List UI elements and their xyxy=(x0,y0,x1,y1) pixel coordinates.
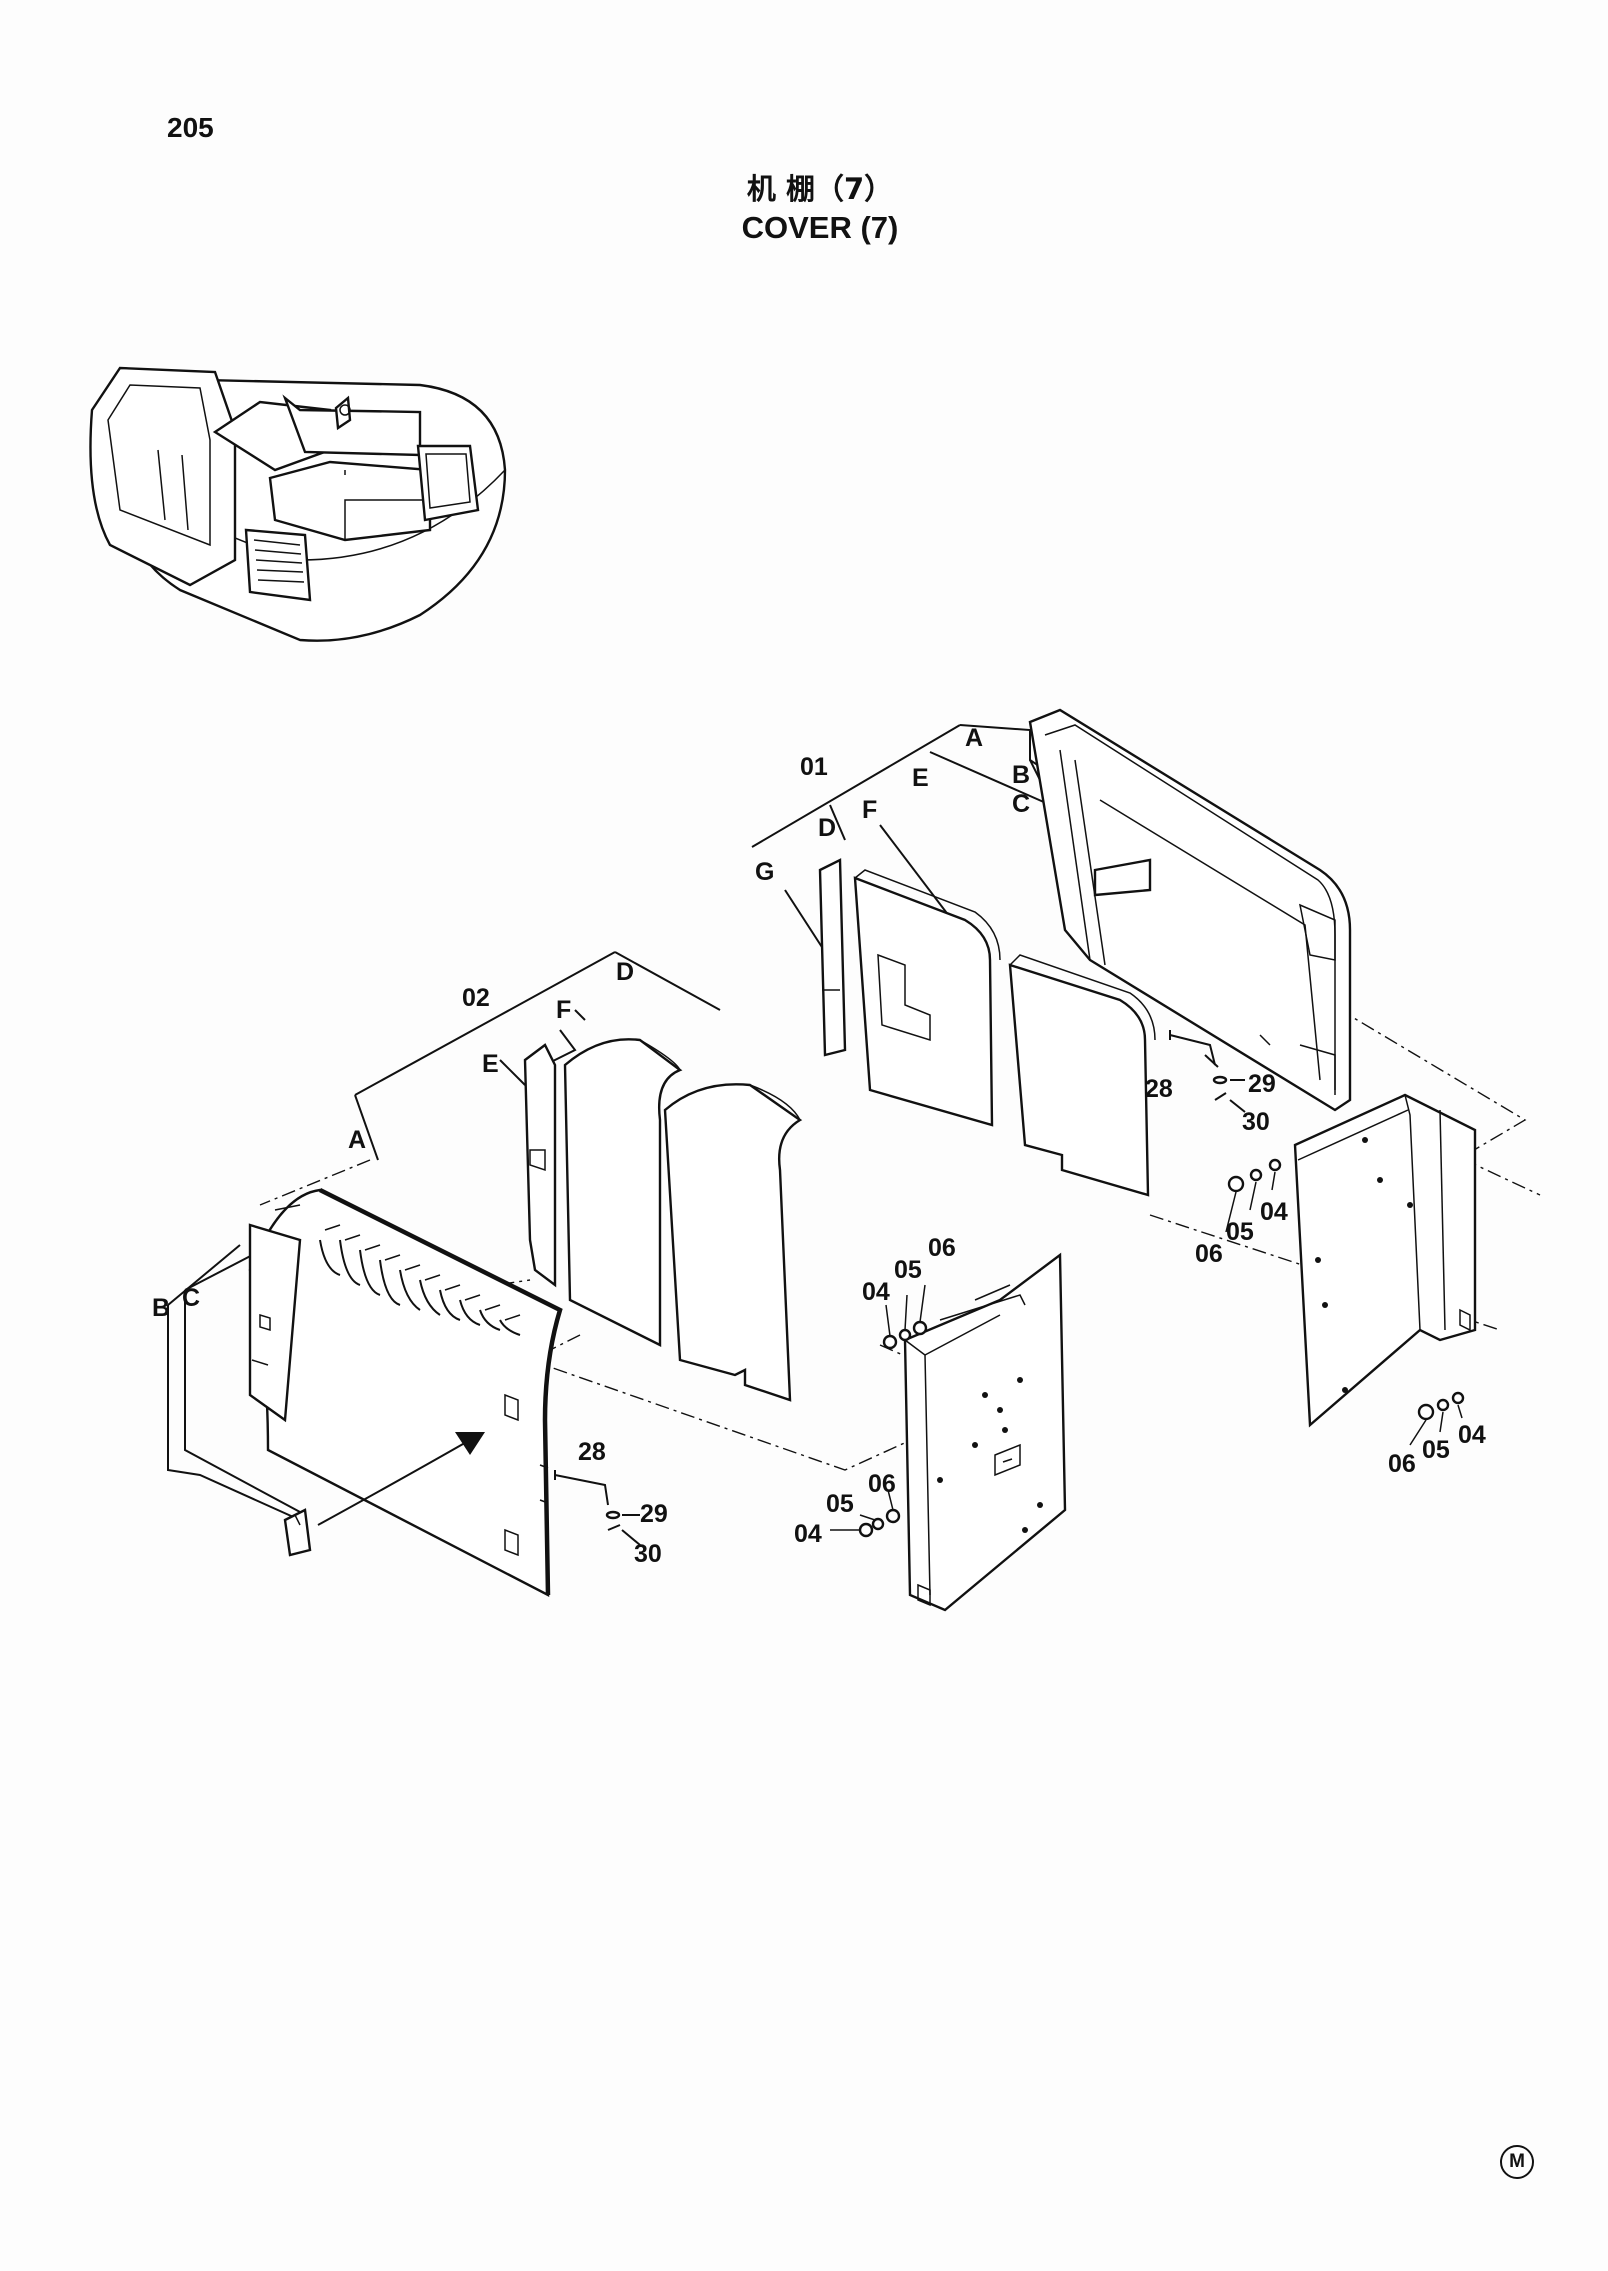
title-english: COVER (7) xyxy=(741,210,899,245)
callout-b-lower: B xyxy=(152,1294,170,1322)
lower-fastener-group xyxy=(554,1470,641,1546)
callout-29-lower: 29 xyxy=(640,1500,668,1528)
upper-cover-frame xyxy=(1028,708,1352,1112)
callout-06-middle-top: 06 xyxy=(928,1234,956,1262)
callout-06-right-bottom: 06 xyxy=(1388,1450,1416,1478)
callout-d-upper: D xyxy=(818,814,836,842)
callout-c-upper: C xyxy=(1012,790,1030,818)
right-bottom-washers xyxy=(1409,1391,1465,1446)
callout-f-lower: F xyxy=(556,996,571,1024)
callout-04-middle-top: 04 xyxy=(862,1278,890,1306)
callout-02-lower: 02 xyxy=(462,984,490,1012)
callout-a-upper: A xyxy=(965,724,983,752)
callout-04-middle-bottom: 04 xyxy=(794,1520,822,1548)
callout-30-lower: 30 xyxy=(634,1540,662,1568)
callout-06-middle-bottom: 06 xyxy=(868,1470,896,1498)
callout-05-right-top: 05 xyxy=(1226,1218,1254,1246)
callout-29-upper: 29 xyxy=(1248,1070,1276,1098)
maker-mark: M xyxy=(1500,2145,1534,2179)
lower-louver-cover xyxy=(248,1187,563,1597)
callout-05-middle-top: 05 xyxy=(894,1256,922,1284)
right-top-washers xyxy=(1225,1158,1282,1233)
callout-e-lower: E xyxy=(482,1050,499,1078)
louver-slots xyxy=(319,1224,521,1336)
location-arrow xyxy=(317,1432,485,1526)
upper-fastener-group xyxy=(1169,1030,1246,1113)
excavator-key-drawing xyxy=(89,366,507,642)
callout-05-middle-bottom: 05 xyxy=(826,1490,854,1518)
callout-labels: 01 A B C E D F G 28 29 30 06 05 04 06 05… xyxy=(152,724,1486,1568)
callout-01-upper: 01 xyxy=(800,753,828,781)
callout-28-lower: 28 xyxy=(578,1438,606,1466)
callout-g-upper: G xyxy=(755,858,774,886)
title-chinese: 机 棚（7） xyxy=(746,172,894,206)
lower-insulation-pads xyxy=(523,1038,803,1402)
callout-06-right-top: 06 xyxy=(1195,1240,1223,1268)
middle-top-washers xyxy=(882,1284,928,1350)
callout-c-lower: C xyxy=(182,1284,200,1312)
page-number: 205 xyxy=(167,112,214,143)
callout-30-upper: 30 xyxy=(1242,1108,1270,1136)
callout-04-right-top: 04 xyxy=(1260,1198,1288,1226)
right-side-panel xyxy=(1293,1093,1477,1428)
callout-a-lower: A xyxy=(348,1126,366,1154)
latch-part xyxy=(283,1508,312,1557)
callout-28-upper: 28 xyxy=(1145,1075,1173,1103)
callout-f-upper: F xyxy=(862,796,877,824)
callout-d-lower: D xyxy=(616,958,634,986)
upper-insulation-pads xyxy=(818,858,1156,1197)
callout-05-right-bottom: 05 xyxy=(1422,1436,1450,1464)
middle-bottom-washers xyxy=(830,1489,901,1538)
callout-04-right-bottom: 04 xyxy=(1458,1421,1486,1449)
callout-b-upper: B xyxy=(1012,761,1030,789)
middle-side-panel xyxy=(903,1252,1067,1612)
callout-e-upper: E xyxy=(912,764,929,792)
